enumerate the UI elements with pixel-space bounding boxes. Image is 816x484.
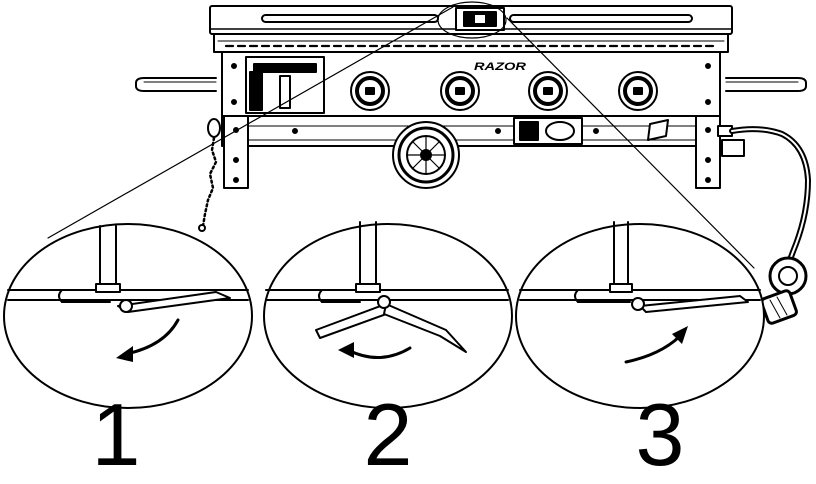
wheel — [392, 121, 460, 189]
latch-lever — [639, 295, 749, 313]
tank-connector — [760, 289, 798, 325]
regulator-gauge — [768, 256, 808, 296]
callout-lines — [47, 1, 755, 269]
detail-view-step-1 — [3, 223, 253, 409]
step-number-1: 1 — [91, 385, 141, 484]
left-leg — [223, 115, 249, 189]
left-side-handle — [135, 77, 217, 92]
griddle-top-plate — [213, 33, 729, 53]
right-side-handle — [725, 77, 807, 92]
control-knobs — [350, 71, 658, 111]
lid-vent-right — [509, 14, 693, 23]
lid-latch — [455, 7, 505, 31]
step-number-3: 3 — [635, 385, 685, 484]
lower-frame — [221, 115, 721, 147]
step-number-2: 2 — [363, 385, 413, 484]
detail-view-step-3 — [515, 221, 765, 409]
regulator-hose — [647, 119, 811, 325]
igniter-chain — [198, 118, 221, 232]
griddle-illustration: RAZOR — [135, 5, 811, 325]
brand-logo: RAZOR — [474, 61, 526, 73]
detail-view-step-2 — [263, 221, 513, 409]
